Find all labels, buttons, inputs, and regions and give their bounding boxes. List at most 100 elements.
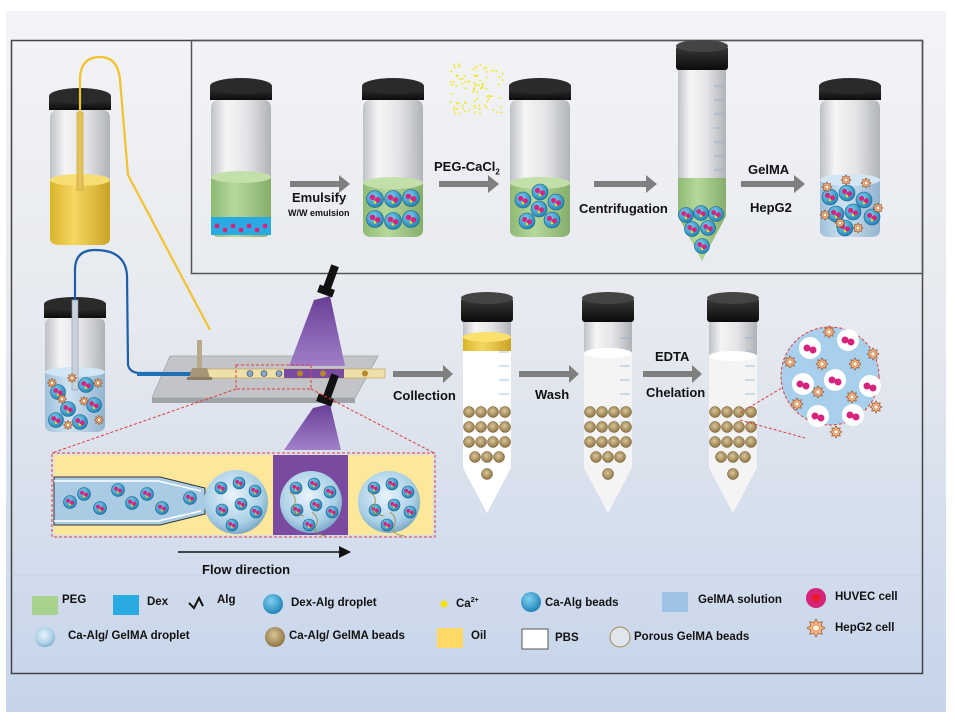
porous-bead — [493, 451, 505, 463]
huvec-cell — [369, 194, 376, 201]
huvec-cell — [711, 210, 717, 215]
cell-vial-contents — [46, 372, 105, 431]
huvec-cell — [393, 503, 398, 508]
ca-ion — [495, 70, 498, 73]
ca-ion — [476, 91, 478, 93]
gelma-fiber — [311, 511, 327, 537]
porous-bead — [739, 451, 751, 463]
porous-bead — [745, 421, 757, 433]
huvec-cell — [237, 500, 242, 505]
porous-bead — [584, 436, 596, 448]
vial-peg-dex — [210, 78, 272, 237]
huvec-cell — [99, 506, 105, 511]
huvec-cell — [369, 214, 376, 221]
huvec-cell — [871, 215, 877, 221]
huvec-cell — [113, 486, 119, 491]
ca-ion — [486, 71, 488, 73]
huvec-cell — [296, 508, 301, 513]
ca-ion — [453, 66, 456, 69]
ca-ion — [496, 111, 499, 114]
ca-ion — [843, 230, 847, 233]
huvec-cell — [185, 494, 191, 499]
ca-ion — [481, 86, 484, 89]
huvec-cell — [69, 500, 75, 505]
ca-dot-icon — [440, 600, 448, 608]
huvec-cell — [329, 490, 334, 495]
ca-ion — [451, 83, 454, 86]
ca-ion — [476, 65, 479, 68]
huvec-cell — [326, 488, 331, 493]
porous-bead — [709, 436, 721, 448]
huvec-cell — [75, 418, 81, 423]
ca-ion — [479, 79, 481, 82]
ca-ion — [550, 222, 554, 225]
ca-ion — [501, 79, 504, 82]
ca-ion — [454, 112, 456, 115]
ca-ion — [240, 505, 242, 508]
ca-ion — [498, 76, 501, 79]
huvec-cell — [409, 510, 414, 515]
ca-ion — [479, 112, 481, 115]
gelma-fiber — [369, 491, 385, 517]
ca-ion — [474, 106, 476, 109]
huvec-cell — [313, 482, 318, 487]
step-collection-label: Collection — [393, 388, 456, 403]
huvec-cell — [246, 223, 252, 229]
ca-ion — [497, 83, 500, 86]
huvec-cell — [835, 212, 841, 218]
legend-label-gelma-solution: GelMA solution — [698, 594, 782, 606]
porous-bead — [745, 436, 757, 448]
huvec-cell — [254, 227, 260, 233]
huvec-cell — [292, 484, 297, 489]
ca-ion — [554, 204, 558, 207]
step-emulsify-sublabel: W/W emulsion — [288, 208, 350, 218]
droplet — [260, 370, 268, 377]
huvec-cell — [852, 210, 858, 216]
ca-ion — [220, 489, 222, 492]
ca-ion — [473, 67, 476, 70]
ca-ion — [475, 74, 477, 77]
porous-bead — [608, 421, 620, 433]
porous-bead — [733, 421, 745, 433]
ca-ion — [329, 493, 331, 496]
flow-direction-label: Flow direction — [202, 562, 291, 577]
porous-bead — [475, 421, 487, 433]
huvec-cell — [703, 224, 709, 229]
huvec-cell — [829, 195, 835, 201]
ca-ion — [486, 95, 489, 98]
ca-ion — [473, 105, 475, 107]
huvec-cell — [817, 414, 825, 422]
huvec-cell — [687, 225, 693, 230]
ca-alg-bead-icon — [521, 592, 541, 612]
porous-gelma-beads-icon — [609, 626, 631, 648]
huvec-cell — [809, 346, 817, 354]
ca-ion — [189, 499, 191, 502]
huvec-cell — [410, 196, 417, 202]
huvec-cell — [312, 501, 317, 506]
ca-ion-particles — [449, 63, 504, 115]
huvec-cell — [534, 204, 540, 210]
alg-squiggle-icon — [188, 595, 204, 610]
huvec-cell — [846, 411, 854, 419]
huvec-cell — [231, 523, 236, 528]
ca-alg-gelma-beads-icon — [265, 627, 285, 647]
ca-ion — [458, 112, 461, 115]
huvec-cell — [228, 521, 233, 526]
porous-bead — [475, 436, 487, 448]
porous-bead — [499, 436, 511, 448]
porous-bead — [620, 421, 632, 433]
huvec-cell — [142, 490, 148, 495]
ca-ion — [475, 83, 478, 86]
dex-swatch — [113, 595, 139, 615]
huvec-cell — [55, 418, 61, 424]
ca-ion — [525, 223, 529, 226]
ca-ion — [449, 81, 452, 83]
ca-ion — [485, 88, 488, 90]
ca-ion — [690, 230, 694, 234]
step-emulsify-label: Emulsify — [292, 190, 347, 205]
huvec-cell — [852, 413, 860, 421]
chip-droplets — [246, 370, 368, 377]
ca-ion — [464, 101, 466, 104]
huvec-cell — [218, 506, 223, 511]
legend-label-oil: Oil — [471, 630, 487, 642]
